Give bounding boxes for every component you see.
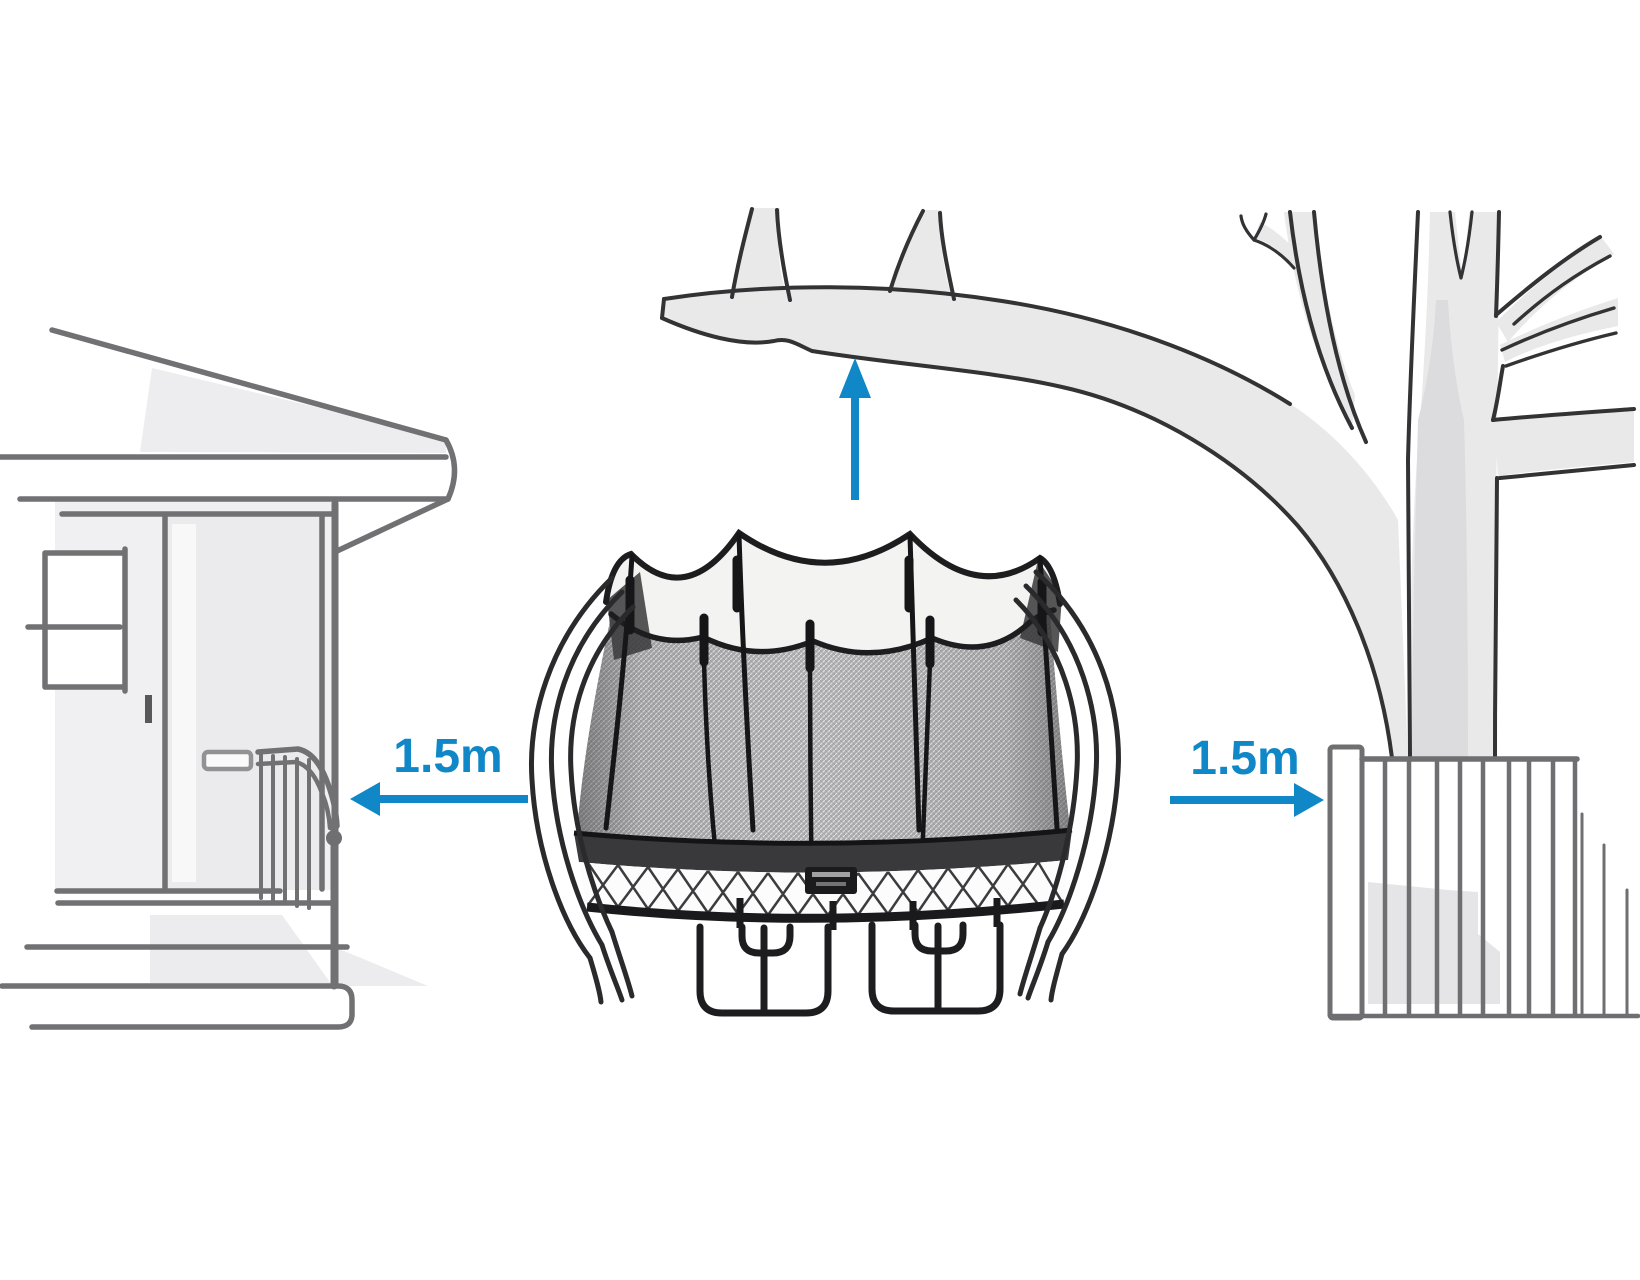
door-hinge-mark bbox=[145, 695, 152, 723]
railing-balusters bbox=[259, 753, 311, 910]
long-branch-top-edge bbox=[662, 285, 1292, 406]
left-arrow-icon bbox=[350, 782, 528, 816]
left-clearance-label: 1.5m bbox=[393, 730, 503, 783]
enclosure-hoops bbox=[529, 569, 1121, 1005]
trampoline-illustration bbox=[529, 528, 1121, 1017]
up-arrow-icon bbox=[839, 358, 871, 500]
fence-slats-receding bbox=[1580, 812, 1629, 1016]
long-branch-bottom-edge bbox=[660, 316, 1394, 760]
house-illustration bbox=[0, 327, 458, 1030]
porch-steps bbox=[24, 888, 350, 950]
clearance-arrows bbox=[350, 358, 1324, 817]
bottom-step bbox=[0, 983, 355, 1030]
fence-post bbox=[1327, 744, 1365, 1021]
roof-ridge-line bbox=[49, 327, 449, 443]
fence-illustration bbox=[1327, 744, 1640, 1021]
right-arrow-icon bbox=[1170, 783, 1324, 817]
window bbox=[25, 546, 128, 694]
right-clearance-label: 1.5m bbox=[1190, 732, 1300, 785]
trampoline-legs bbox=[696, 921, 1004, 1017]
door-letter-plate bbox=[201, 749, 254, 772]
brand-plate bbox=[805, 867, 857, 894]
tree-illustration bbox=[660, 207, 1636, 760]
net-band-seam bbox=[608, 607, 1057, 656]
stair-handrail bbox=[255, 746, 340, 829]
fence-slats bbox=[1382, 757, 1578, 1017]
